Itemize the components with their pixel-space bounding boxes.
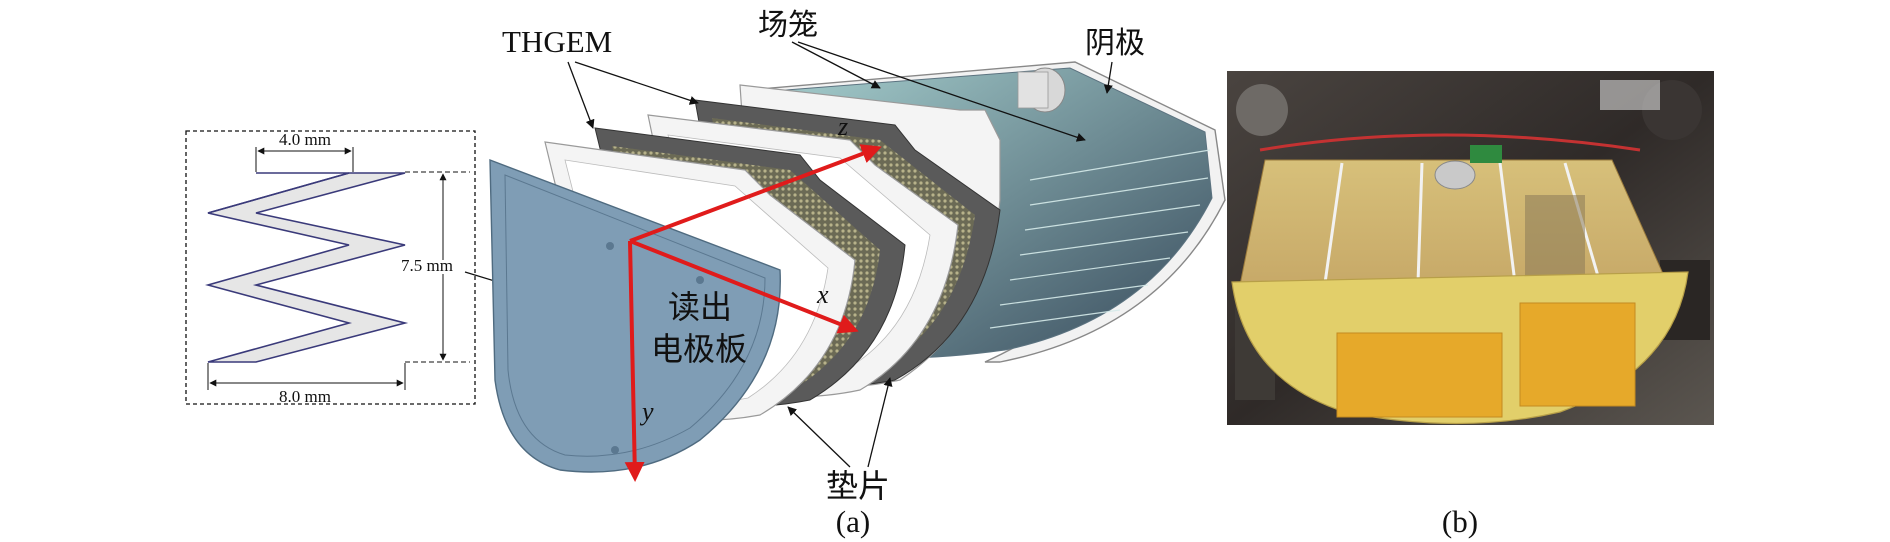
- thgem-label: THGEM: [502, 24, 612, 59]
- axis-z-label: z: [837, 112, 848, 141]
- zigzag-inset: 4.0 mm 7.5 mm 8.0 mm: [185, 130, 591, 406]
- axis-z-arrow: [629, 144, 882, 243]
- dim-height-label: 7.5 mm: [401, 256, 453, 275]
- dim-top-label: 4.0 mm: [279, 130, 331, 149]
- dim-bottom-label: 8.0 mm: [279, 387, 331, 406]
- readout-board: [489, 158, 781, 473]
- inset-frame: [185, 130, 476, 405]
- kapton-pad-right: [1519, 302, 1636, 407]
- axis-y-label: y: [639, 397, 654, 426]
- axis-x-arrow: [629, 239, 859, 334]
- caption-a: (a): [836, 504, 870, 539]
- readout-board-label-line1: 读出: [668, 288, 732, 326]
- field-cage-label: 场笼: [758, 8, 818, 43]
- caption-b: (b): [1442, 504, 1478, 539]
- axis-y-arrow: [624, 240, 645, 482]
- readout-board-label-line2: 电极板: [651, 330, 747, 368]
- zigzag-left-edge: [207, 172, 350, 214]
- coordinate-axes: x y z: [624, 112, 882, 482]
- detector-labels: THGEM 场笼 阴极 读出 电极板 垫片: [502, 8, 1145, 505]
- detector-photo: [1227, 71, 1714, 425]
- axis-x-label: x: [816, 280, 829, 309]
- zigzag-strip: [204, 172, 409, 363]
- detector-exploded-view: [489, 61, 1226, 473]
- kapton-pad-left: [1336, 332, 1503, 418]
- cathode-label: 阴极: [1085, 26, 1145, 61]
- spacer-label: 垫片: [826, 467, 890, 505]
